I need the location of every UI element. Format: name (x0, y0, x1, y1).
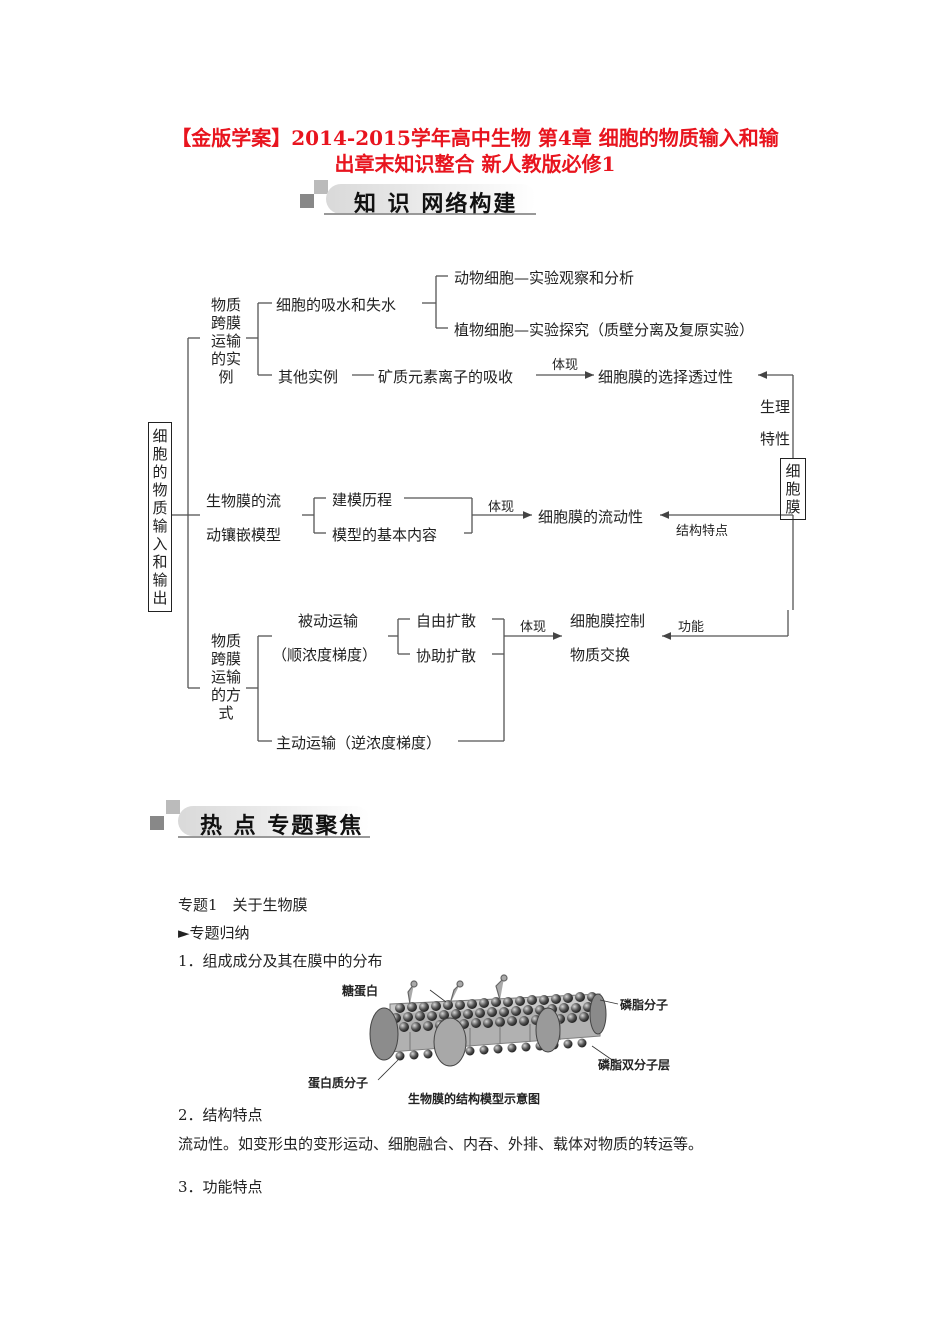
node-animal-cell: 动物细胞—实验观察和分析 (454, 269, 635, 287)
node-other: 其他实例 (278, 368, 339, 386)
section-title: 热 点 专题聚焦 (200, 813, 364, 839)
banner-square-icon (150, 816, 164, 830)
node-assisted-diffusion: 协助扩散 (416, 647, 477, 665)
node-fluidity: 细胞膜的流动性 (538, 508, 644, 526)
node-control-2: 物质交换 (570, 646, 631, 664)
label-protein: 蛋白质分子 (308, 1076, 369, 1090)
doc-title-line2: 出章末知识整合 新人教版必修1 (334, 152, 616, 176)
node-plant-cell: 植物细胞—实验探究（质壁分离及复原实验） (454, 321, 755, 339)
node-history: 建模历程 (332, 491, 393, 509)
item-heading: 3．功能特点 (178, 1178, 263, 1196)
node-content: 模型的基本内容 (332, 526, 438, 544)
label-physio-2: 特性 (760, 430, 791, 448)
figure-caption: 生物膜的结构模型示意图 (408, 1092, 541, 1106)
membrane-node: 细胞膜 (780, 458, 806, 520)
membrane-figure: 糖蛋白 磷脂分子 磷脂双分子层 蛋白质分子 生物膜的结构模型示意图 (300, 974, 680, 1106)
node-passive: 被动运输 (298, 612, 359, 630)
banner-square-icon (314, 180, 328, 194)
node-control-1: 细胞膜控制 (570, 612, 646, 630)
item-heading: 1．组成成分及其在膜中的分布 (178, 952, 383, 970)
label-embody: 体现 (520, 620, 547, 635)
node-water: 细胞的吸水和失水 (276, 296, 397, 314)
banner-square-icon (166, 800, 180, 814)
label-physio-1: 生理 (760, 398, 791, 416)
topic-heading: 专题1 关于生物膜 (178, 896, 308, 914)
section-banner-hotspot: 热 点 专题聚焦 (148, 800, 370, 840)
banner-square-icon (300, 194, 314, 208)
branch-label-methods: 物质跨膜运输的方式 (210, 632, 241, 722)
membrane-illustration (369, 974, 619, 1081)
item-text: 流动性。如变形虫的变形运动、细胞融合、内吞、外排、载体对物质的转运等。 (178, 1135, 704, 1153)
branch-label-instances: 物质跨膜运输的实例 (210, 296, 241, 386)
section-title: 知 识 网络构建 (354, 191, 518, 217)
branch-label-model-1: 生物膜的流 (206, 492, 282, 510)
node-mineral: 矿质元素离子的吸收 (378, 368, 514, 386)
label-bilayer: 磷脂双分子层 (598, 1058, 671, 1072)
doc-title-line1: 【金版学案】2014-2015学年高中生物 第4章 细胞的物质输入和输 (171, 126, 779, 150)
node-active: 主动运输（逆浓度梯度） (276, 734, 442, 752)
label-embody: 体现 (488, 500, 515, 515)
node-free-diffusion: 自由扩散 (416, 612, 477, 630)
root-node: 细胞的物质输入和输出 (148, 422, 172, 612)
branch-label-model-2: 动镶嵌模型 (206, 526, 282, 544)
node-selective: 细胞膜的选择透过性 (598, 368, 734, 386)
label-function: 功能 (678, 620, 705, 635)
section-banner-knowledge: 知 识 网络构建 (296, 180, 536, 218)
node-passive-note: （顺浓度梯度） (272, 646, 378, 664)
item-heading: 2．结构特点 (178, 1106, 263, 1124)
concept-map-lines (172, 275, 794, 742)
label-glycoprotein: 糖蛋白 (342, 984, 379, 998)
summary-heading: ►专题归纳 (178, 924, 250, 942)
label-structure-feature: 结构特点 (676, 524, 729, 539)
label-phospholipid: 磷脂分子 (620, 998, 669, 1012)
label-embody: 体现 (552, 358, 579, 373)
